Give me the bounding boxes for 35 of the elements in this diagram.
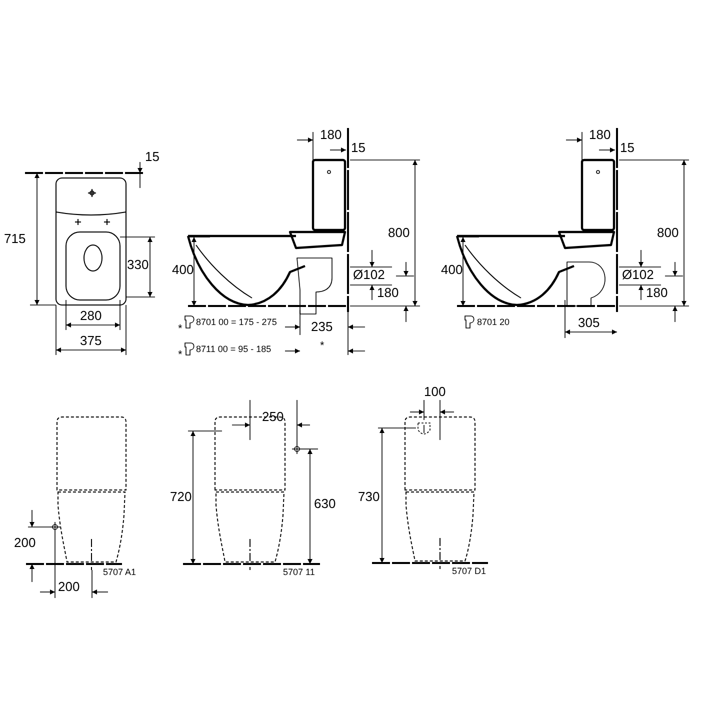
dimension-value: 630 (314, 497, 336, 510)
dimension-value: 15 (145, 150, 160, 163)
dimension-value: 180 (589, 128, 611, 141)
dimension-value: 180 (320, 128, 342, 141)
dimension-value: 715 (4, 232, 26, 245)
dimension-value: 100 (424, 385, 446, 398)
dimension-value: 730 (358, 490, 380, 503)
part-number-note: 8711 00 = 95 - 185 (196, 345, 272, 354)
dimension-value: Ø102 (353, 268, 385, 281)
model-number: 5707 A1 (103, 568, 136, 577)
model-number: 5707 11 (283, 568, 315, 577)
dimension-value: 400 (441, 263, 463, 276)
dimension-value: 375 (80, 334, 102, 347)
footnote-mark: * (178, 324, 182, 335)
dimension-value: 400 (172, 263, 194, 276)
dimension-value: 800 (388, 226, 410, 239)
dimension-value: Ø102 (622, 268, 654, 281)
dimension-value: 330 (127, 258, 149, 271)
dimension-value: 200 (58, 580, 80, 593)
part-number-note: 8701 20 (477, 318, 510, 327)
dimension-value: 180 (646, 286, 668, 299)
footnote-mark: * (320, 341, 324, 352)
dimension-value: 720 (170, 490, 192, 503)
dimension-value: 200 (14, 536, 36, 549)
part-number-note: 8701 00 = 175 - 275 (196, 318, 277, 327)
dimension-value: 305 (578, 316, 600, 329)
dimension-value: 280 (80, 309, 102, 322)
dimension-value: 180 (377, 286, 399, 299)
footnote-mark: * (178, 350, 182, 361)
dimension-value: 800 (657, 226, 679, 239)
dimension-value: 15 (620, 141, 634, 154)
dimension-value: 15 (351, 141, 366, 154)
model-number: 5707 D1 (452, 567, 486, 576)
dimension-value: 250 (262, 410, 284, 423)
dimension-value: 235 (311, 320, 333, 333)
